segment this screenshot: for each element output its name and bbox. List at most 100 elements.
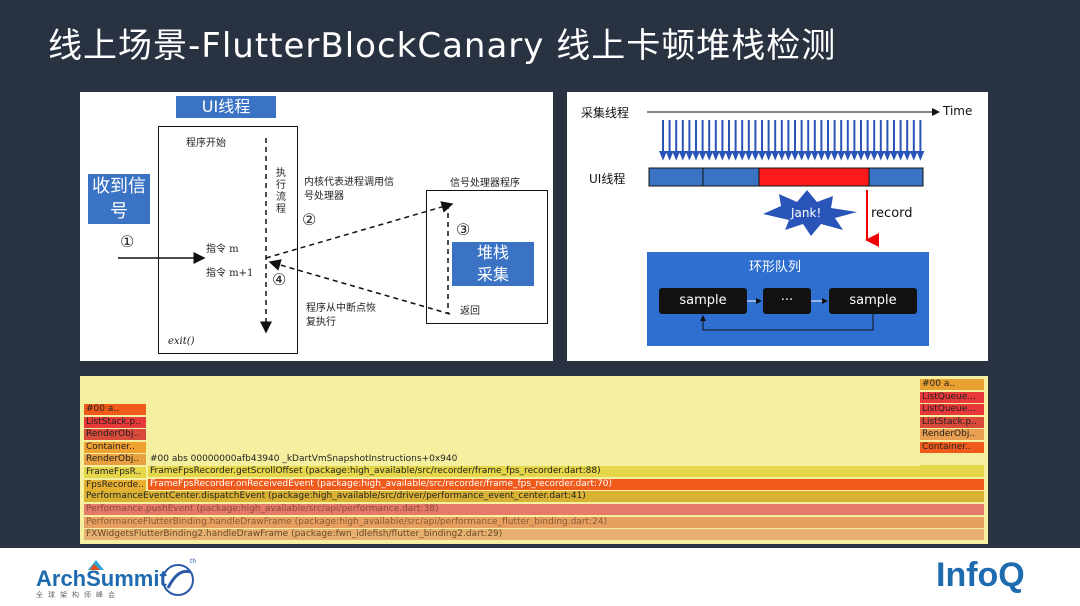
sample-tick-head	[791, 151, 799, 161]
return-label: 返回	[460, 306, 480, 317]
sample-tick-head	[896, 151, 905, 161]
flame-right-frame[interactable]: RenderObj..	[920, 429, 984, 441]
sample-box-1: sample	[659, 288, 747, 314]
flamegraph-panel: #00 a..ListStack.p..RenderObj..Container…	[80, 376, 988, 544]
footer: ArchSummit 全球架构师峰会 th InfoQ	[0, 548, 1080, 606]
sample-tick-head	[672, 151, 681, 161]
sample-tick-head	[725, 151, 733, 161]
sample-tick-head	[711, 151, 720, 161]
instr-m-label: 指令 m	[206, 244, 239, 255]
ui-thread-row-label: UI线程	[589, 172, 626, 186]
record-label: record	[871, 206, 913, 221]
slide: 线上场景-FlutterBlockCanary 线上卡顿堆栈检测 UI线程 程序…	[0, 0, 1080, 548]
sample-tick-head	[870, 151, 879, 161]
flame-row-dispatch[interactable]: PerformanceEventCenter.dispatchEvent (pa…	[84, 491, 984, 502]
sample-tick-head	[744, 151, 753, 161]
sample-tick-head	[685, 151, 694, 161]
sample-tick-head	[916, 151, 925, 161]
sample-tick-head	[718, 151, 727, 161]
right-diagram-panel: 采集线程 Time UI线程 Jank! record 环形队列 sample …	[567, 92, 988, 361]
ellipsis-box: ···	[763, 288, 811, 314]
archsummit-subtitle: 全球架构师峰会	[36, 591, 120, 599]
flame-row-binding[interactable]: PerformanceFlutterBinding.handleDrawFram…	[84, 517, 984, 528]
program-start-label: 程序开始	[186, 138, 226, 149]
tenth-anniversary-icon	[162, 564, 194, 596]
sample-tick-head	[824, 151, 832, 161]
sample-tick-head	[692, 151, 700, 161]
handler-program-box	[426, 190, 548, 324]
sample-tick-head	[843, 151, 852, 161]
sample-tick-head	[698, 151, 707, 161]
flame-right-frame[interactable]: Container..	[920, 442, 984, 453]
sample-tick-head	[777, 151, 786, 161]
sample-tick-head	[659, 151, 667, 161]
flame-left-frame[interactable]: RenderObj..	[84, 454, 146, 466]
ring-queue-label: 环形队列	[749, 260, 802, 275]
right-diagram-graphics	[647, 108, 940, 331]
flame-left-frame[interactable]: FpsRecorde..	[84, 479, 146, 491]
flame-left-frame[interactable]: #00 a..	[84, 404, 146, 415]
time-label: Time	[943, 104, 973, 118]
slide-title: 线上场景-FlutterBlockCanary 线上卡顿堆栈检测	[48, 26, 837, 66]
sample-tick-head	[830, 151, 839, 161]
sample-tick-head	[810, 151, 819, 161]
stack-collect-box: 堆栈采集	[452, 242, 534, 286]
instr-m1-label: 指令 m+1	[206, 268, 254, 279]
step-2: ②	[302, 210, 317, 229]
flame-left-frame[interactable]: RenderObj..	[84, 429, 146, 441]
infoq-logo: InfoQ	[936, 556, 1025, 594]
sample-tick-head	[665, 151, 674, 161]
flame-left-frame[interactable]: ListStack.p..	[84, 416, 146, 428]
sample-tick-head	[678, 151, 687, 161]
step-3: ③	[456, 220, 471, 239]
flame-right-frame[interactable]: ListQueue...	[920, 404, 984, 416]
archsummit-logo-icon	[88, 560, 104, 570]
step-4: ④	[272, 270, 287, 289]
archsummit-text: ArchSummit	[36, 566, 167, 592]
th-label: th	[190, 558, 197, 565]
flame-right-frame[interactable]: ListStack.p..	[920, 416, 984, 428]
sample-tick-head	[909, 151, 918, 161]
sample-tick-head	[797, 151, 806, 161]
flame-row-kdart[interactable]: #00 abs 00000000afb43940 _kDartVmSnapsho…	[148, 454, 988, 465]
left-diagram-arrows	[118, 138, 454, 334]
exec-flow-label: 执行流程	[276, 168, 286, 215]
sample-tick-head	[850, 151, 859, 161]
main-program-box	[158, 126, 298, 354]
ui-thread-label: UI线程	[176, 96, 276, 118]
sample-tick-head	[863, 151, 872, 161]
sample-tick-head	[705, 151, 714, 161]
sample-tick-head	[731, 151, 740, 161]
flame-left-frame[interactable]: Container..	[84, 441, 146, 453]
archsummit-name: ArchSummit	[36, 566, 167, 591]
receive-signal-box: 收到信号	[88, 174, 150, 224]
sampling-thread-label: 采集线程	[581, 106, 630, 120]
left-diagram-panel: UI线程 程序开始 执行流程 收到信号 ① 指令 m 指令 m+1 exit()…	[80, 92, 553, 361]
sample-tick-head	[903, 151, 912, 161]
exit-label: exit()	[168, 336, 195, 347]
flame-right-frame[interactable]: #00 a..	[920, 379, 984, 390]
sample-tick-head	[751, 151, 760, 161]
sample-tick-head	[876, 151, 885, 161]
sample-tick-head	[758, 151, 766, 161]
flame-row-push[interactable]: Performance.pushEvent (package:high_avai…	[84, 504, 984, 515]
sample-tick-head	[804, 151, 813, 161]
resume-label: 程序从中断点恢复执行	[306, 303, 376, 328]
sample-tick-head	[764, 151, 773, 161]
sample-tick-head	[817, 151, 826, 161]
flame-row-onreceived[interactable]: FrameFpsRecorder.onReceivedEvent (packag…	[148, 479, 984, 490]
flame-row-getscroll[interactable]: FrameFpsRecorder.getScrollOffset (packag…	[148, 466, 984, 477]
sample-tick-head	[857, 151, 865, 161]
jank-label: Jank!	[791, 206, 822, 220]
handler-program-label: 信号处理器程序	[450, 178, 520, 189]
sample-tick-head	[837, 151, 846, 161]
flame-left-frame[interactable]: FrameFpsR..	[84, 467, 146, 478]
sample-tick-head	[890, 151, 898, 161]
sample-tick-head	[738, 151, 747, 161]
sample-tick-head	[771, 151, 780, 161]
flame-row-fx[interactable]: FXWidgetsFlutterBinding2.handleDrawFrame…	[84, 529, 984, 540]
sample-box-2: sample	[829, 288, 917, 314]
flame-right-frame[interactable]: ListQueue...	[920, 391, 984, 403]
kernel-call-label: 内核代表进程调用信号处理器	[304, 177, 394, 202]
sample-tick-head	[784, 151, 793, 161]
